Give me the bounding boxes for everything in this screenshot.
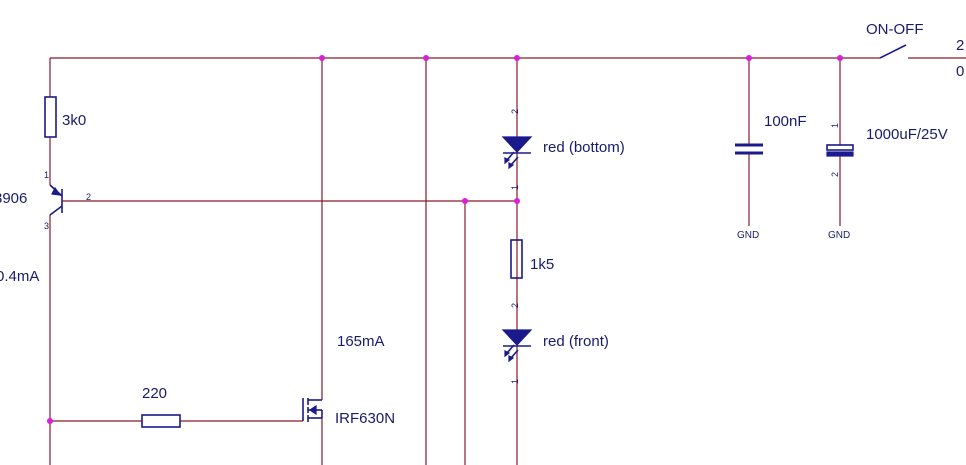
label-cap-100nf: 100nF	[764, 113, 807, 130]
junction-dot	[514, 198, 520, 204]
junctions	[47, 55, 843, 424]
pin-number: 1	[510, 185, 520, 190]
wires	[49, 57, 966, 465]
label-gnd: GND	[737, 230, 759, 241]
label-resistor-1k5: 1k5	[530, 256, 554, 273]
pin-number: 1	[830, 123, 840, 128]
pin-number: 2	[510, 109, 520, 114]
pin-number: 2	[830, 172, 840, 177]
label-resistor-220: 220	[142, 385, 167, 402]
junction-dot	[462, 198, 468, 204]
pin-number: 2	[510, 303, 520, 308]
label-resistor-3k0: 3k0	[62, 112, 86, 129]
label-edge-bottom: 0	[956, 63, 964, 80]
label-current-165ma: 165mA	[337, 333, 385, 350]
junction-dot	[423, 55, 429, 61]
led-red-front	[501, 329, 533, 363]
labels: 3k0 3906 0.4mA red (bottom) 1k5 red (fro…	[0, 21, 964, 427]
led-red-bottom	[501, 136, 533, 170]
pin-number: 1	[44, 170, 49, 180]
label-edge-top: 2	[956, 37, 964, 54]
junction-dot	[514, 55, 520, 61]
label-current-04ma: 0.4mA	[0, 268, 39, 285]
label-transistor: 3906	[0, 190, 27, 207]
resistor-3k0	[44, 96, 57, 138]
pin-numbers: 1 2 3 2 1 2 1 1 2	[44, 109, 840, 384]
transistor-3906	[49, 184, 63, 216]
label-led-front: red (front)	[543, 333, 609, 350]
label-led-bottom: red (bottom)	[543, 139, 625, 156]
label-mosfet: IRF630N	[335, 410, 395, 427]
mosfet-irf630n	[302, 398, 323, 422]
capacitor-1000uf	[826, 144, 854, 157]
switch-on-off	[879, 44, 907, 59]
capacitor-100nf	[735, 143, 763, 155]
junction-dot	[746, 55, 752, 61]
junction-dot	[47, 418, 53, 424]
resistor-220	[141, 414, 181, 428]
resistor-1k5	[510, 239, 523, 279]
pin-number: 3	[44, 221, 49, 231]
label-gnd: GND	[828, 230, 850, 241]
junction-dot	[837, 55, 843, 61]
label-switch: ON-OFF	[866, 21, 924, 38]
label-cap-1000uf: 1000uF/25V	[866, 126, 948, 143]
pin-number: 1	[510, 379, 520, 384]
pin-number: 2	[86, 192, 91, 202]
junction-dot	[319, 55, 325, 61]
